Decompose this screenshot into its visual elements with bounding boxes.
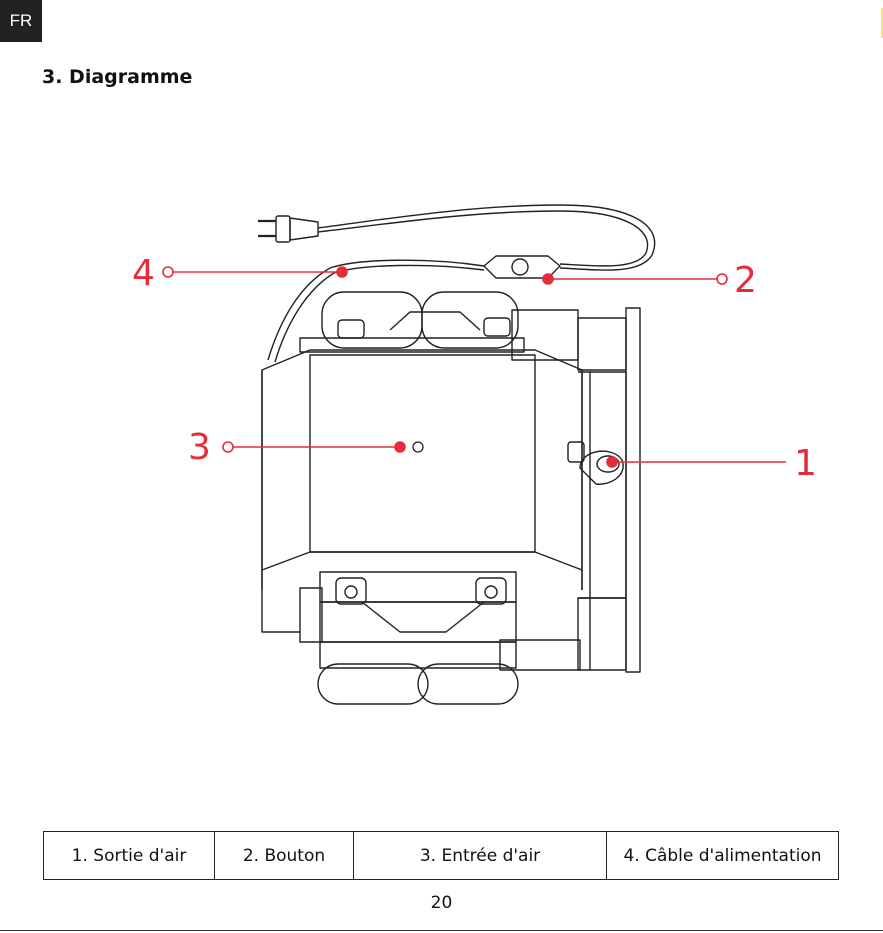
legend-row: 1. Sortie d'air 2. Bouton 3. Entrée d'ai… bbox=[44, 832, 839, 880]
legend-table: 1. Sortie d'air 2. Bouton 3. Entrée d'ai… bbox=[43, 831, 839, 880]
callout-2: 2 bbox=[734, 260, 757, 301]
section-title: 3. Diagramme bbox=[42, 66, 192, 88]
callout-1: 1 bbox=[794, 443, 817, 484]
legend-item-button: 2. Bouton bbox=[215, 832, 354, 880]
bottom-rule bbox=[0, 930, 883, 931]
legend-item-air-inlet: 3. Entrée d'air bbox=[354, 832, 607, 880]
callout-3: 3 bbox=[188, 427, 211, 468]
pump-diagram: 4 2 3 1 bbox=[0, 180, 883, 720]
page-number: 20 bbox=[0, 893, 883, 913]
language-tab: FR bbox=[0, 0, 42, 42]
callout-4: 4 bbox=[132, 253, 155, 294]
legend-item-power-cable: 4. Câble d'alimentation bbox=[607, 832, 839, 880]
legend-item-air-outlet: 1. Sortie d'air bbox=[44, 832, 215, 880]
